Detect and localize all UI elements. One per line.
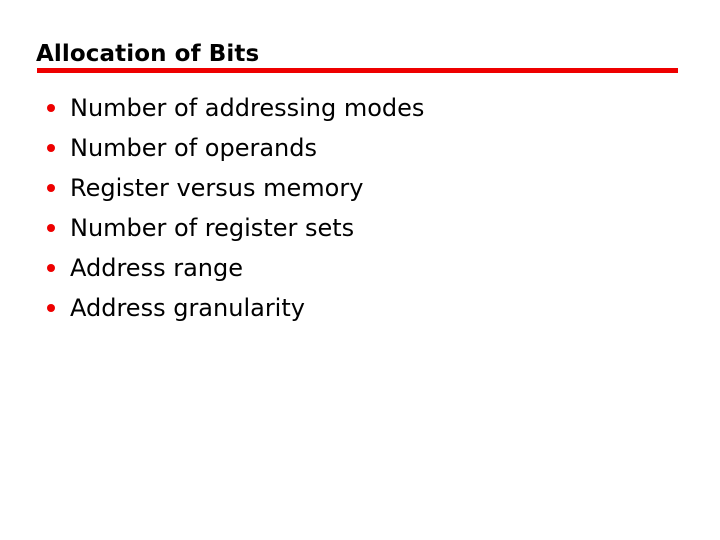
list-item: Number of register sets (44, 208, 684, 248)
list-item: Register versus memory (44, 168, 684, 208)
list-item-label: Address range (70, 254, 243, 282)
bullet-dot-icon (47, 264, 55, 272)
list-item-label: Number of addressing modes (70, 94, 425, 122)
bullet-dot-icon (47, 184, 55, 192)
bullet-dot-icon (47, 304, 55, 312)
bullet-dot-icon (47, 144, 55, 152)
list-item: Address granularity (44, 288, 684, 328)
title-divider (37, 68, 678, 73)
list-item: Number of addressing modes (44, 88, 684, 128)
list-item: Number of operands (44, 128, 684, 168)
bullet-dot-icon (47, 104, 55, 112)
list-item-label: Number of operands (70, 134, 318, 162)
list-item-label: Register versus memory (70, 174, 364, 202)
bullet-list: Number of addressing modes Number of ope… (44, 88, 684, 328)
list-item-label: Address granularity (70, 294, 305, 322)
list-item: Address range (44, 248, 684, 288)
page-title: Allocation of Bits (36, 41, 260, 67)
bullet-dot-icon (47, 224, 55, 232)
list-item-label: Number of register sets (70, 214, 355, 242)
